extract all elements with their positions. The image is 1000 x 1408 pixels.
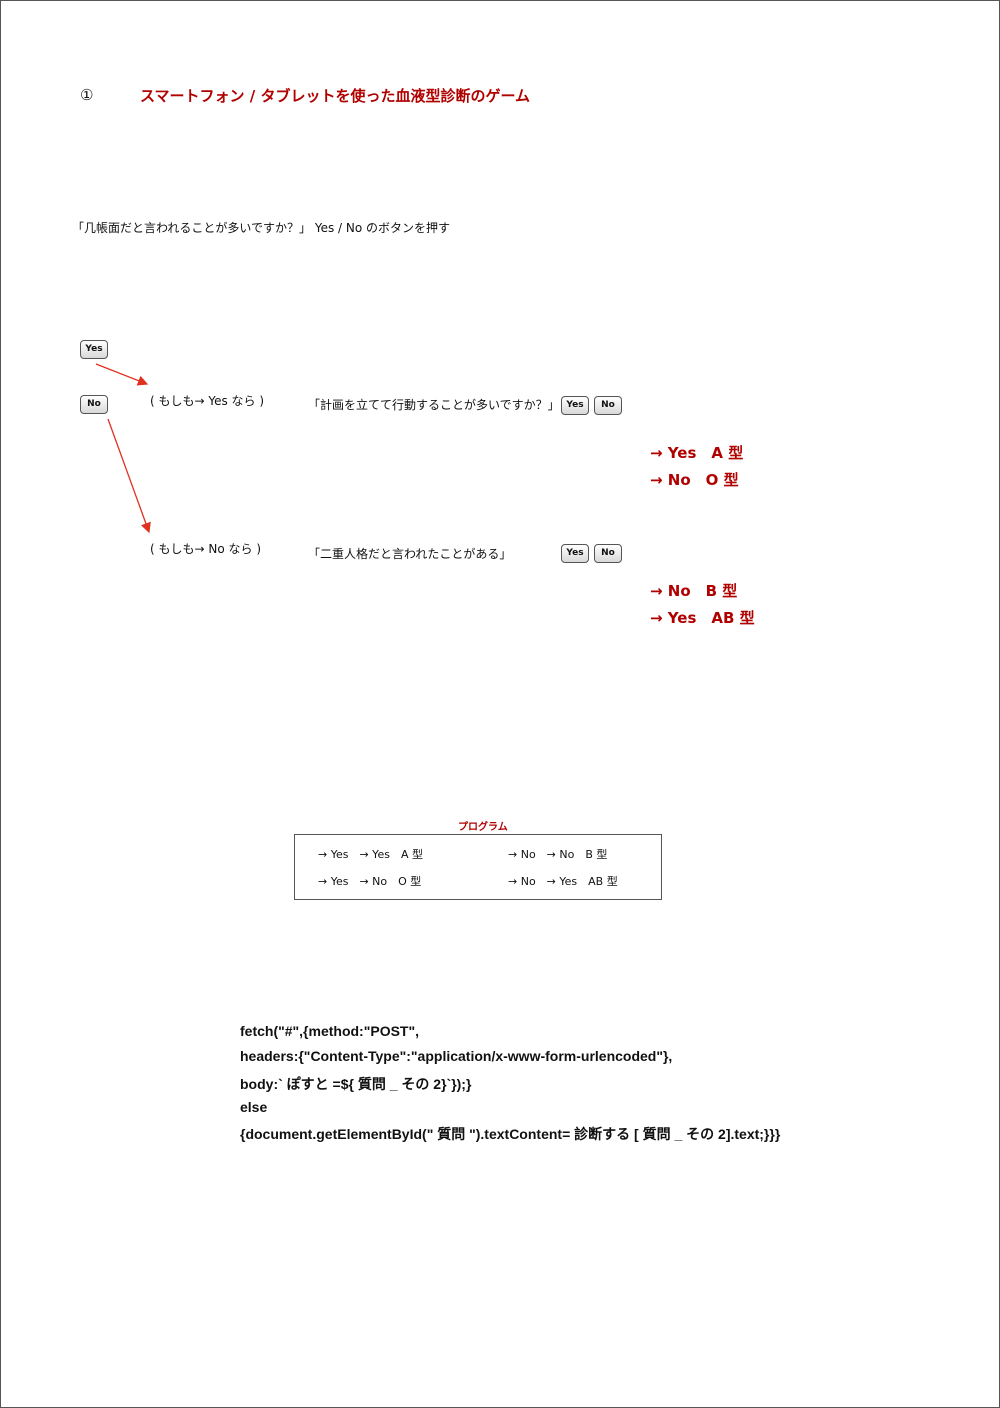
program-cell: → No → No B 型 — [508, 848, 608, 861]
branch-yes-question: 「計画を立てて行動することが多いですか？」 — [308, 398, 560, 412]
branch-no-question: 「二重人格だと言われたことがある」 — [308, 547, 512, 561]
no-arrow — [107, 418, 151, 534]
result-a-type: → Yes A 型 — [650, 444, 744, 462]
result-ab-type: → Yes AB 型 — [650, 609, 755, 627]
program-cell: → No → Yes AB 型 — [508, 875, 618, 888]
code-line: headers:{"Content-Type":"application/x-w… — [240, 1048, 673, 1064]
branch-yes-condition: ( もしも→ Yes なら ) — [150, 394, 265, 408]
code-line: else — [240, 1099, 268, 1115]
program-title: プログラム — [458, 822, 508, 833]
intro-question: 「几帳面だと言われることが多いですか？」 Yes / No のボタンを押す — [72, 221, 451, 235]
program-cell: → Yes → Yes A 型 — [318, 848, 423, 861]
program-box — [294, 834, 662, 900]
branch-no-yes-button[interactable]: Yes — [561, 544, 589, 563]
branch-no-no-button[interactable]: No — [594, 544, 622, 563]
yes-button[interactable]: Yes — [80, 340, 108, 359]
code-line: {document.getElementById(" 質問 ").textCon… — [240, 1126, 781, 1142]
code-line: fetch("#",{method:"POST", — [240, 1023, 420, 1039]
program-cell: → Yes → No O 型 — [318, 875, 422, 888]
branch-no-condition: ( もしも→ No なら ) — [150, 542, 261, 556]
yes-arrow — [95, 363, 149, 386]
result-o-type: → No O 型 — [650, 471, 739, 489]
result-b-type: → No B 型 — [650, 582, 738, 600]
page-title: スマートフォン / タブレットを使った血液型診断のゲーム — [140, 87, 531, 105]
branch-yes-yes-button[interactable]: Yes — [561, 396, 589, 415]
code-line: body:` ぽすと =${ 質問 _ その 2}`});} — [240, 1076, 472, 1092]
no-button[interactable]: No — [80, 395, 108, 414]
section-number: ① — [80, 86, 94, 104]
branch-yes-no-button[interactable]: No — [594, 396, 622, 415]
